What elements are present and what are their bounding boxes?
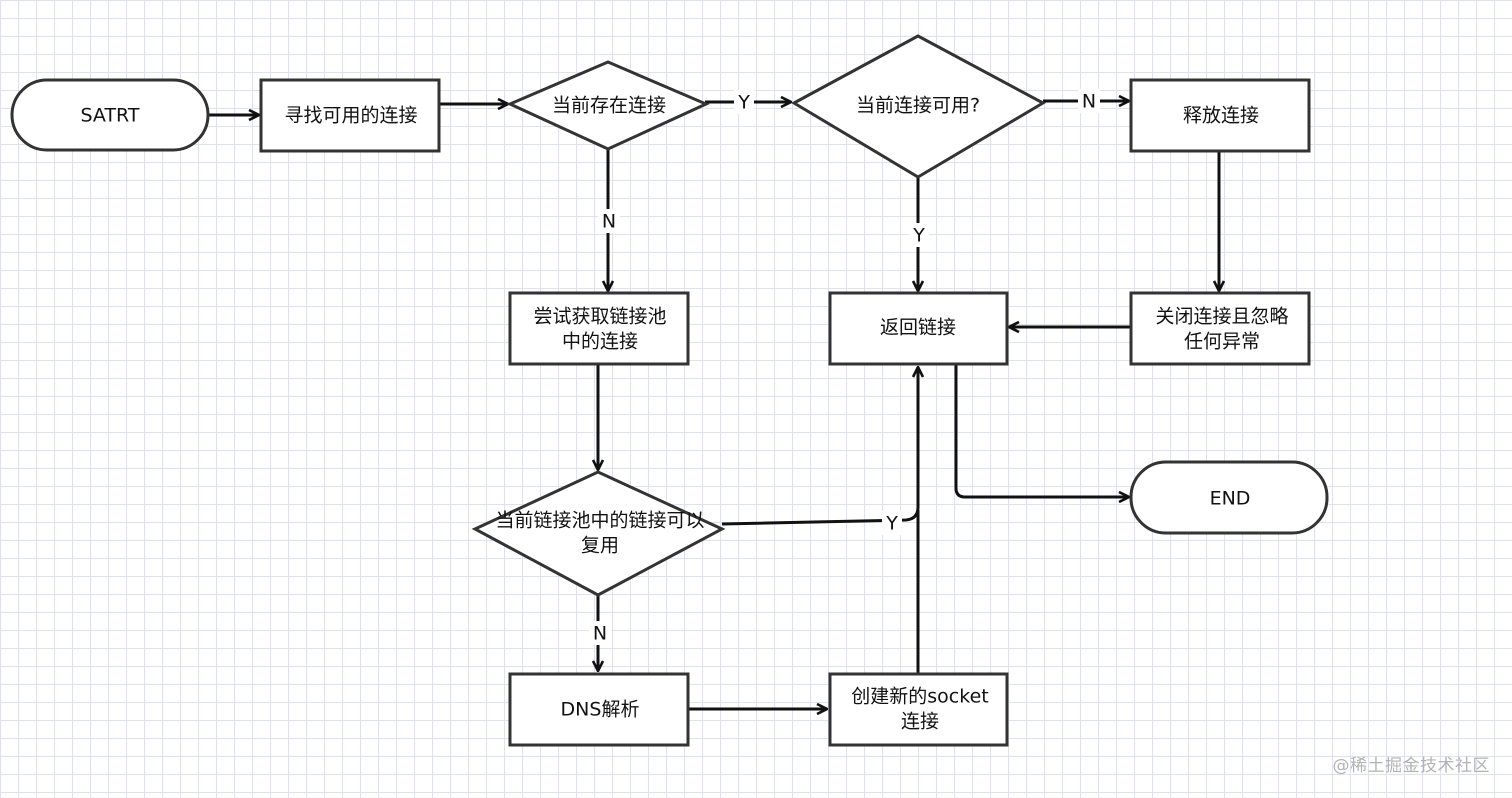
process-shape <box>508 672 690 747</box>
process-shape <box>1129 78 1311 153</box>
process-shape <box>1129 291 1311 366</box>
node-label-line2: 连接 <box>901 711 939 733</box>
edge-reusable-to-return <box>721 368 918 526</box>
process-shape <box>259 78 441 153</box>
node-label-line2: 任何异常 <box>1184 331 1260 353</box>
node-label: SATRT <box>81 105 140 127</box>
label-bg <box>598 209 620 233</box>
node-label-line1: 关闭连接且忽略 <box>1155 306 1288 328</box>
node-try-pool[interactable]: 尝试获取链接池 中的连接 <box>508 291 690 366</box>
node-release-connection[interactable]: 释放连接 <box>1129 78 1311 153</box>
label-pool-to-dns: N <box>589 621 611 645</box>
edge-label-text: N <box>1082 91 1096 113</box>
node-has-connection[interactable]: 当前存在连接 <box>506 60 710 151</box>
label-has-to-pool: N <box>598 209 620 233</box>
node-label: 释放连接 <box>1183 105 1259 127</box>
node-dns-resolve[interactable]: DNS解析 <box>508 672 690 747</box>
node-end[interactable]: END <box>1129 460 1329 535</box>
label-pool-to-return: Y <box>882 511 902 535</box>
node-label-line1: 创建新的socket <box>851 686 988 708</box>
node-start[interactable]: SATRT <box>10 78 210 152</box>
node-pool-reusable[interactable]: 当前链接池中的链接可以 复用 <box>471 470 726 597</box>
label-bg <box>589 621 611 645</box>
edges <box>208 101 1219 709</box>
edge-labels: Y N N Y Y N <box>589 89 1100 645</box>
node-label: 寻找可用的连接 <box>284 105 417 127</box>
edge-label-text: N <box>593 623 607 645</box>
node-label: DNS解析 <box>561 699 640 721</box>
label-bg <box>734 90 754 114</box>
node-close-connection[interactable]: 关闭连接且忽略 任何异常 <box>1129 291 1311 366</box>
process-shape <box>828 291 1009 366</box>
decision-shape <box>790 34 1047 179</box>
label-bg <box>909 223 929 247</box>
node-connection-usable[interactable]: 当前连接可用? <box>790 34 1047 179</box>
edge-label-text: Y <box>737 92 750 114</box>
watermark-text: @稀土掘金技术社区 <box>1332 756 1490 776</box>
edge-label-text: Y <box>912 225 925 247</box>
edge-label-text: Y <box>885 513 898 535</box>
node-return-connection[interactable]: 返回链接 <box>828 291 1009 366</box>
edge-return-to-end <box>954 365 1128 497</box>
decision-shape <box>506 60 710 151</box>
process-shape <box>828 672 1009 747</box>
terminator-shape <box>1129 460 1329 535</box>
label-usable-to-release: N <box>1078 89 1100 113</box>
node-new-socket[interactable]: 创建新的socket 连接 <box>828 672 1009 747</box>
process-shape <box>508 291 690 366</box>
node-label: 当前连接可用? <box>856 95 980 117</box>
node-label: 当前存在连接 <box>552 95 666 117</box>
node-label: 返回链接 <box>880 317 956 339</box>
decision-shape <box>471 470 726 597</box>
edge-label-text: N <box>602 211 616 233</box>
node-label-line2: 中的连接 <box>562 331 638 353</box>
node-label-line1: 尝试获取链接池 <box>533 306 666 328</box>
node-label-line2: 复用 <box>581 535 619 557</box>
node-find-connection[interactable]: 寻找可用的连接 <box>259 78 441 153</box>
node-label-line1: 当前链接池中的链接可以 <box>495 510 704 532</box>
terminator-shape <box>10 78 210 152</box>
label-bg <box>1078 89 1100 113</box>
label-usable-to-return: Y <box>909 223 929 247</box>
label-bg <box>882 511 902 535</box>
node-label: END <box>1210 488 1251 510</box>
label-has-to-usable: Y <box>734 90 754 114</box>
